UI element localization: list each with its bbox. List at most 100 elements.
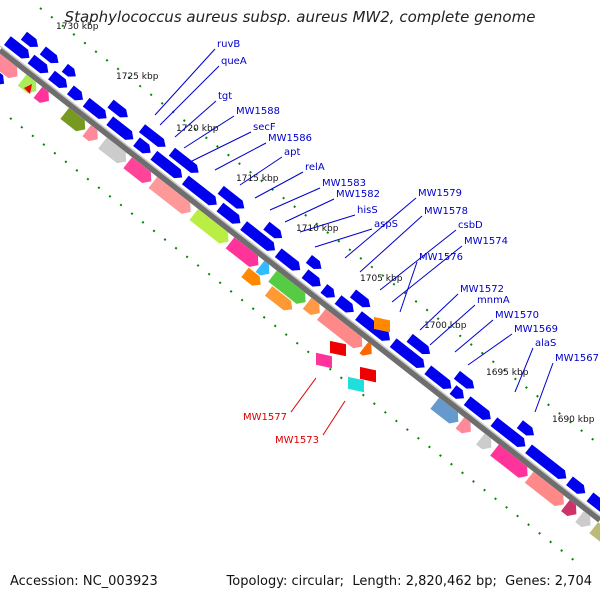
- outer-gene-feature: [348, 376, 364, 393]
- minus-gene-arrow: [320, 284, 335, 298]
- plus-gene-feature: [561, 500, 577, 517]
- gene-label[interactable]: secF: [253, 122, 276, 133]
- scale-tick-label: 1695 kbp: [486, 368, 529, 378]
- gene-label[interactable]: relA: [305, 162, 325, 173]
- plus-gene-feature: [225, 237, 259, 267]
- minus-gene-arrow: [389, 338, 425, 369]
- scale-tick-label: 1690 kbp: [552, 415, 595, 425]
- plus-gene-feature: [189, 208, 229, 244]
- minus-gene-arrow: [217, 185, 245, 209]
- topology-label: Topology:: [226, 574, 288, 589]
- accession-info: Accession: NC_003923: [10, 574, 158, 589]
- minus-gene-arrow: [525, 444, 567, 480]
- plus-gene-feature: [33, 86, 49, 103]
- gene-label[interactable]: MW1579: [418, 188, 462, 199]
- gene-label[interactable]: csbD: [458, 220, 483, 231]
- minus-gene-arrow: [168, 147, 199, 173]
- plus-gene-feature: [148, 176, 191, 214]
- gene-label[interactable]: MW1576: [419, 252, 463, 263]
- plus-gene-feature: [255, 260, 270, 276]
- minus-gene-arrow: [20, 31, 39, 48]
- genome-backbone-highlight: [0, 45, 600, 517]
- gene-label[interactable]: hisS: [357, 205, 378, 216]
- minus-gene-arrow: [48, 70, 68, 89]
- plus-gene-feature: [302, 297, 320, 315]
- minus-gene-arrow: [106, 116, 134, 140]
- plus-gene-feature: [490, 444, 528, 478]
- minus-gene-arrow: [82, 97, 107, 119]
- plus-gene-feature: [317, 308, 363, 349]
- minus-gene-arrow: [263, 221, 283, 239]
- gene-label[interactable]: MW1583: [322, 178, 366, 189]
- gene-label[interactable]: MW1588: [236, 106, 280, 117]
- genome-backbone: [0, 47, 600, 523]
- guide-dots-lower: [9, 117, 581, 566]
- scale-tick-label: 1710 kbp: [296, 224, 339, 234]
- gene-leader-line: [254, 171, 304, 199]
- gene-leader-line: [269, 187, 321, 211]
- minus-strand-arrows: [4, 31, 600, 512]
- gene-label[interactable]: MW1577: [243, 412, 287, 423]
- gene-label[interactable]: alaS: [535, 338, 556, 349]
- minus-gene-arrow: [334, 295, 354, 313]
- scale-tick-label: 1700 kbp: [424, 321, 467, 331]
- origin-marker-icon: [24, 84, 32, 94]
- gene-leader-line: [214, 142, 267, 171]
- gene-label[interactable]: MW1572: [460, 284, 504, 295]
- gene-leader-line: [344, 197, 417, 259]
- gene-leader-line: [514, 347, 534, 393]
- gene-label[interactable]: MW1586: [268, 133, 312, 144]
- gene-label[interactable]: queA: [221, 56, 247, 67]
- gene-leader-line: [399, 261, 418, 313]
- minus-gene-arrow: [490, 417, 526, 447]
- minus-gene-arrow: [240, 221, 276, 251]
- gene-label[interactable]: MW1578: [424, 206, 468, 217]
- minus-gene-arrow: [355, 311, 390, 341]
- minus-gene-arrow: [4, 36, 30, 59]
- gene-label[interactable]: tgt: [218, 91, 232, 102]
- gene-label[interactable]: mnmA: [477, 295, 510, 306]
- scale-tick-label: 1730 kbp: [56, 22, 99, 32]
- plus-gene-feature: [359, 342, 372, 356]
- gene-label[interactable]: ruvB: [217, 39, 240, 50]
- gene-leader-line: [183, 115, 235, 149]
- gene-label[interactable]: MW1570: [495, 310, 539, 321]
- gene-leader-line: [534, 362, 554, 413]
- plus-strand-features: [0, 53, 600, 542]
- minus-gene-arrow: [216, 202, 241, 224]
- gene-label[interactable]: MW1573: [275, 435, 319, 446]
- gene-label[interactable]: aspS: [374, 219, 398, 230]
- minus-gene-arrow: [463, 396, 491, 420]
- plus-gene-feature: [524, 471, 564, 507]
- gene-leader-line: [284, 198, 335, 223]
- length-value: 2,820,462 bp: [405, 574, 493, 589]
- minus-gene-arrow: [150, 150, 183, 179]
- plus-gene-feature: [455, 417, 471, 434]
- gene-label[interactable]: apt: [284, 147, 300, 158]
- scale-tick-label: 1715 kbp: [236, 174, 279, 184]
- minus-gene-arrow: [516, 420, 535, 436]
- separator: ;: [339, 574, 349, 589]
- gene-label[interactable]: MW1569: [514, 324, 558, 335]
- gene-label[interactable]: MW1574: [464, 236, 508, 247]
- plus-gene-feature: [430, 397, 459, 424]
- outer-gene-feature: [360, 366, 376, 383]
- gene-leader-line: [419, 293, 459, 331]
- gene-leader-line: [379, 229, 457, 291]
- gene-label[interactable]: MW1582: [336, 189, 380, 200]
- gene-leader-line: [189, 131, 252, 163]
- gene-leader-line: [391, 245, 463, 303]
- topology-value: circular: [291, 574, 340, 589]
- genome-summary: Topology: circular; Length: 2,820,462 bp…: [227, 574, 592, 589]
- gene-label[interactable]: MW1567: [555, 353, 599, 364]
- minus-gene-arrow: [133, 137, 151, 154]
- plus-gene-feature: [82, 125, 98, 142]
- minus-gene-arrow: [66, 85, 83, 101]
- minus-gene-arrow: [586, 492, 600, 512]
- plus-gene-feature: [0, 53, 18, 79]
- minus-gene-arrow: [27, 54, 49, 74]
- gene-leader-line: [239, 156, 283, 186]
- scale-tick-label: 1705 kbp: [360, 274, 403, 284]
- accession-label: Accession:: [10, 574, 79, 589]
